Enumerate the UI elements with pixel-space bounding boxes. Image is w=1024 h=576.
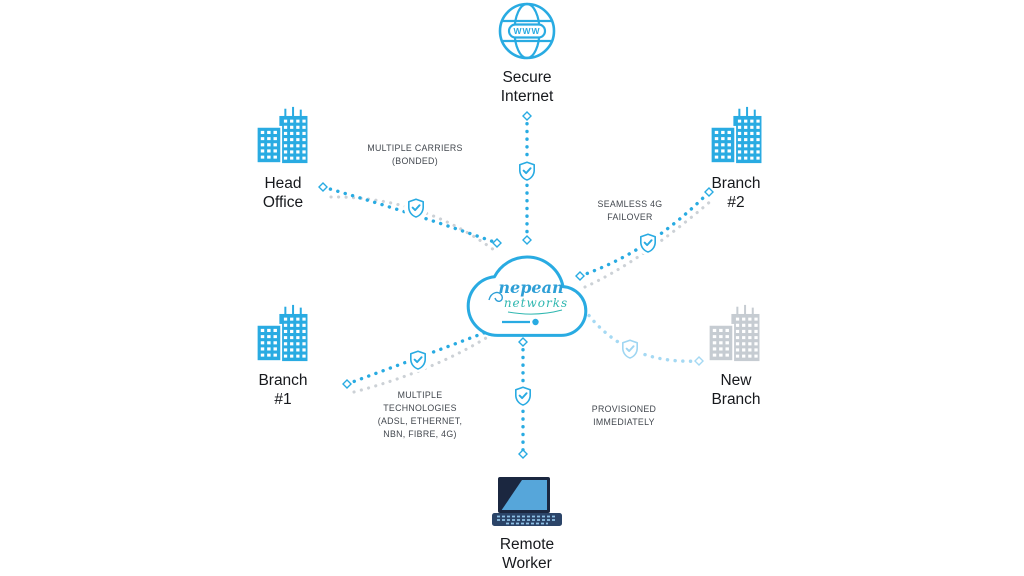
label-line: TECHNOLOGIES	[383, 403, 457, 413]
connector-node-icon	[518, 449, 528, 459]
label-line: Remote	[499, 536, 555, 553]
label-line: (BONDED)	[392, 156, 438, 166]
cloud-icon: nepean networks	[466, 255, 588, 337]
label-line: Branch	[711, 391, 761, 408]
branch1-building-icon	[257, 305, 308, 361]
cloud-brand-sub: networks	[504, 296, 568, 310]
label-line: New	[720, 372, 752, 389]
shield-check-icon	[406, 348, 430, 372]
globe-icon: WWW	[498, 2, 556, 60]
connector-node-icon	[522, 111, 532, 121]
branch2-link-line	[578, 190, 711, 278]
label-line: NBN, FIBRE, 4G)	[383, 429, 457, 439]
brand-underline	[507, 309, 563, 315]
connector-node-icon	[522, 235, 532, 245]
label-line: SEAMLESS 4G	[597, 199, 663, 209]
new-branch-label: New Branch	[711, 371, 760, 409]
connector-node-icon	[518, 337, 528, 347]
globe-www-text: WWW	[513, 26, 540, 36]
label-line: #1	[274, 391, 292, 408]
shield-check-icon	[515, 159, 539, 183]
shield-check-icon	[404, 196, 428, 220]
label-line: Branch	[711, 175, 761, 192]
connector-node-icon	[342, 379, 352, 389]
label-line: MULTIPLE	[397, 390, 443, 400]
branch2-label: Branch #2	[711, 174, 760, 212]
head-office-link-label: MULTIPLE CARRIERS (BONDED)	[367, 142, 462, 168]
branch2-link-label: SEAMLESS 4G FAILOVER	[598, 198, 663, 224]
label-line: FAILOVER	[607, 212, 653, 222]
laptop-icon	[492, 477, 562, 526]
label-line: #2	[727, 194, 745, 211]
remote-worker-label: Remote Worker	[500, 535, 554, 573]
label-line: Branch	[258, 372, 308, 389]
label-line: PROVISIONED	[591, 404, 657, 414]
branch1-label: Branch #1	[258, 371, 307, 409]
label-line: IMMEDIATELY	[593, 417, 655, 427]
label-line: MULTIPLE CARRIERS	[367, 143, 463, 153]
label-line: Worker	[502, 555, 552, 572]
head-office-backup-link-line	[329, 195, 496, 252]
head-office-label: Head Office	[263, 174, 303, 212]
connector-node-icon	[694, 356, 704, 366]
brand-swirl-icon	[488, 291, 504, 303]
head-office-building-icon	[257, 107, 308, 163]
branch1-link-label: MULTIPLE TECHNOLOGIES (ADSL, ETHERNET, N…	[378, 389, 462, 441]
connector-node-icon	[492, 238, 502, 248]
connector-node-icon	[575, 271, 585, 281]
circuit-trace-icon	[502, 318, 539, 326]
branch2-building-icon	[711, 107, 762, 163]
new-branch-building-icon	[709, 305, 760, 361]
cloud-brand-name: nepean	[498, 278, 563, 297]
new-branch-link-label: PROVISIONED IMMEDIATELY	[592, 403, 656, 429]
shield-check-icon	[618, 337, 642, 361]
internet-label: Secure Internet	[501, 68, 554, 106]
label-line: Secure	[502, 69, 552, 86]
shield-check-icon	[511, 384, 535, 408]
label-line: Office	[262, 194, 304, 211]
label-line: Head	[264, 175, 302, 192]
cloud-outline	[466, 255, 588, 337]
label-line: Internet	[500, 88, 554, 105]
shield-check-icon	[636, 231, 660, 255]
connector-node-icon	[318, 182, 328, 192]
label-line: (ADSL, ETHERNET,	[377, 416, 463, 426]
